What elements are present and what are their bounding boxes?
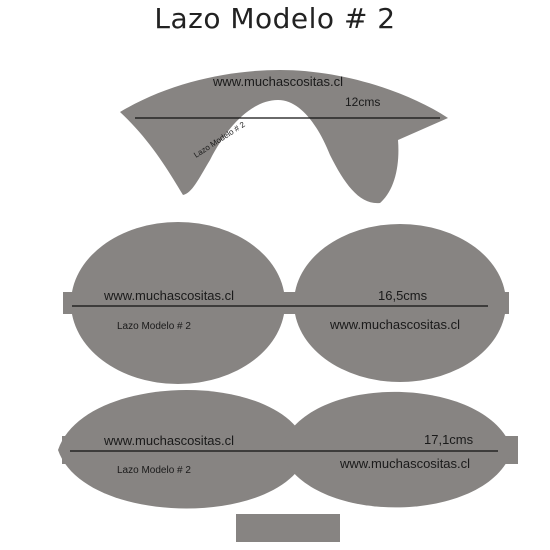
- bottom-website-left-label: www.muchascositas.cl: [103, 433, 234, 448]
- top-website-label: www.muchascositas.cl: [212, 74, 343, 89]
- top-measure-label: 12cms: [345, 95, 380, 109]
- bottom-website-right-label: www.muchascositas.cl: [339, 456, 470, 471]
- bottom-measure-label: 17,1cms: [424, 432, 474, 447]
- bottom-bow-piece: www.muchascositas.cl 17,1cms Lazo Modelo…: [58, 390, 518, 509]
- top-piece-shape: [120, 70, 448, 204]
- page-title: Lazo Modelo # 2: [154, 2, 396, 35]
- middle-website-left-label: www.muchascositas.cl: [103, 288, 234, 303]
- middle-model-label: Lazo Modelo # 2: [117, 321, 191, 332]
- middle-piece-left-loop: [71, 222, 285, 384]
- center-strip-piece: [236, 514, 340, 542]
- middle-measure-label: 16,5cms: [378, 288, 428, 303]
- top-bow-piece: www.muchascositas.cl 12cms Lazo Modelo #…: [120, 70, 448, 204]
- bottom-model-label: Lazo Modelo # 2: [117, 465, 191, 476]
- middle-bow-piece: www.muchascositas.cl 16,5cms Lazo Modelo…: [63, 222, 509, 384]
- bottom-piece-left-loop: [58, 390, 308, 509]
- middle-website-right-label: www.muchascositas.cl: [329, 317, 460, 332]
- middle-piece-right-loop: [294, 224, 506, 382]
- bottom-piece-right-loop: [280, 391, 512, 508]
